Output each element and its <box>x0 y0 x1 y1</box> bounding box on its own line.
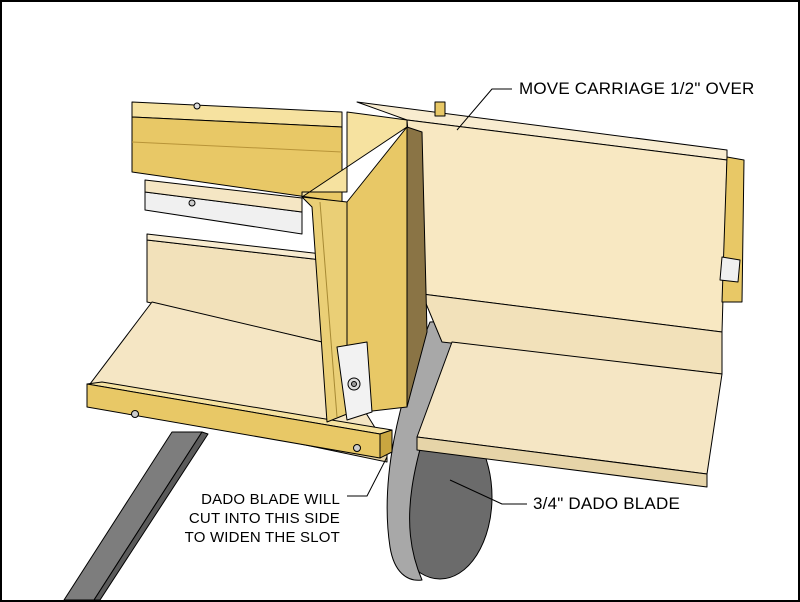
callout-line-3: TO WIDEN THE SLOT <box>184 529 340 546</box>
callout-move-carriage: MOVE CARRIAGE 1/2" OVER <box>519 79 755 98</box>
leader-carriage <box>456 88 512 131</box>
miter-rail-side <box>93 431 209 600</box>
callout-line-1: DADO BLADE WILL <box>201 491 340 508</box>
callout-line-2: CUT INTO THIS SIDE <box>188 510 340 527</box>
callout-dado-blade: 3/4" DADO BLADE <box>533 494 680 513</box>
leader-dado-blade <box>449 479 527 505</box>
leader-side <box>347 456 388 497</box>
screw-head <box>193 102 201 110</box>
miter-rail <box>63 431 203 600</box>
callout-cut-side: DADO BLADE WILL CUT INTO THIS SIDE TO WI… <box>152 490 340 547</box>
